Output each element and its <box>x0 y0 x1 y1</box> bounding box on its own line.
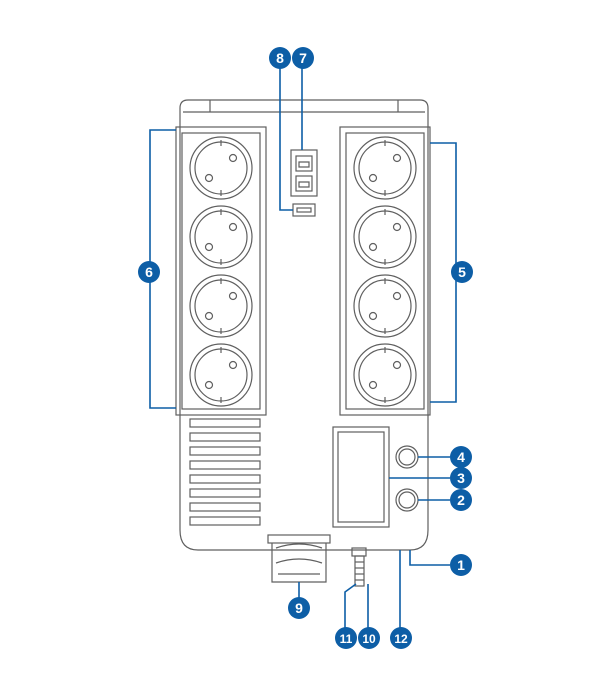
callout-badge-11: 11 <box>335 627 357 649</box>
callout-badge-10: 10 <box>358 627 380 649</box>
callout-badge-6: 6 <box>138 261 160 283</box>
ups-body-outline <box>179 99 429 551</box>
svg-text:5: 5 <box>458 264 466 280</box>
svg-text:1: 1 <box>457 557 465 573</box>
ventilation-slots <box>189 418 261 526</box>
socket-right-2 <box>353 205 417 269</box>
input-power-panel <box>332 426 390 528</box>
socket-left-4 <box>189 343 253 407</box>
socket-right-3 <box>353 274 417 338</box>
cable-holder-bracket <box>267 534 331 583</box>
callout-badge-4: 4 <box>450 446 472 468</box>
svg-text:11: 11 <box>340 632 353 646</box>
rj45-network-ports <box>290 149 318 197</box>
socket-right-4 <box>353 343 417 407</box>
power-cord <box>351 547 367 587</box>
socket-left-2 <box>189 205 253 269</box>
usb-port <box>292 203 316 217</box>
svg-text:6: 6 <box>145 264 153 280</box>
callout-badge-2: 2 <box>450 489 472 511</box>
callout-badge-9: 9 <box>288 597 310 619</box>
callout-badge-12: 12 <box>390 627 412 649</box>
callout-badge-3: 3 <box>450 467 472 489</box>
right-socket-strip <box>339 126 431 416</box>
right-sockets <box>353 136 417 407</box>
socket-left-1 <box>189 136 253 200</box>
callout-badge-5: 5 <box>451 261 473 283</box>
callout-badge-1: 1 <box>450 554 472 576</box>
svg-text:8: 8 <box>276 50 284 66</box>
svg-text:9: 9 <box>295 600 303 616</box>
callout-badge-7: 7 <box>292 47 314 69</box>
left-sockets <box>189 136 253 407</box>
socket-left-3 <box>189 274 253 338</box>
svg-text:10: 10 <box>362 632 376 646</box>
left-socket-strip <box>175 126 267 416</box>
svg-text:4: 4 <box>457 449 465 465</box>
svg-text:3: 3 <box>457 470 465 486</box>
svg-text:12: 12 <box>394 632 408 646</box>
callout-badge-8: 8 <box>269 47 291 69</box>
svg-text:2: 2 <box>457 492 465 508</box>
svg-text:7: 7 <box>299 50 307 66</box>
socket-right-1 <box>353 136 417 200</box>
callout-badges: 1 2 3 4 5 6 7 8 9 10 11 12 <box>138 47 473 649</box>
